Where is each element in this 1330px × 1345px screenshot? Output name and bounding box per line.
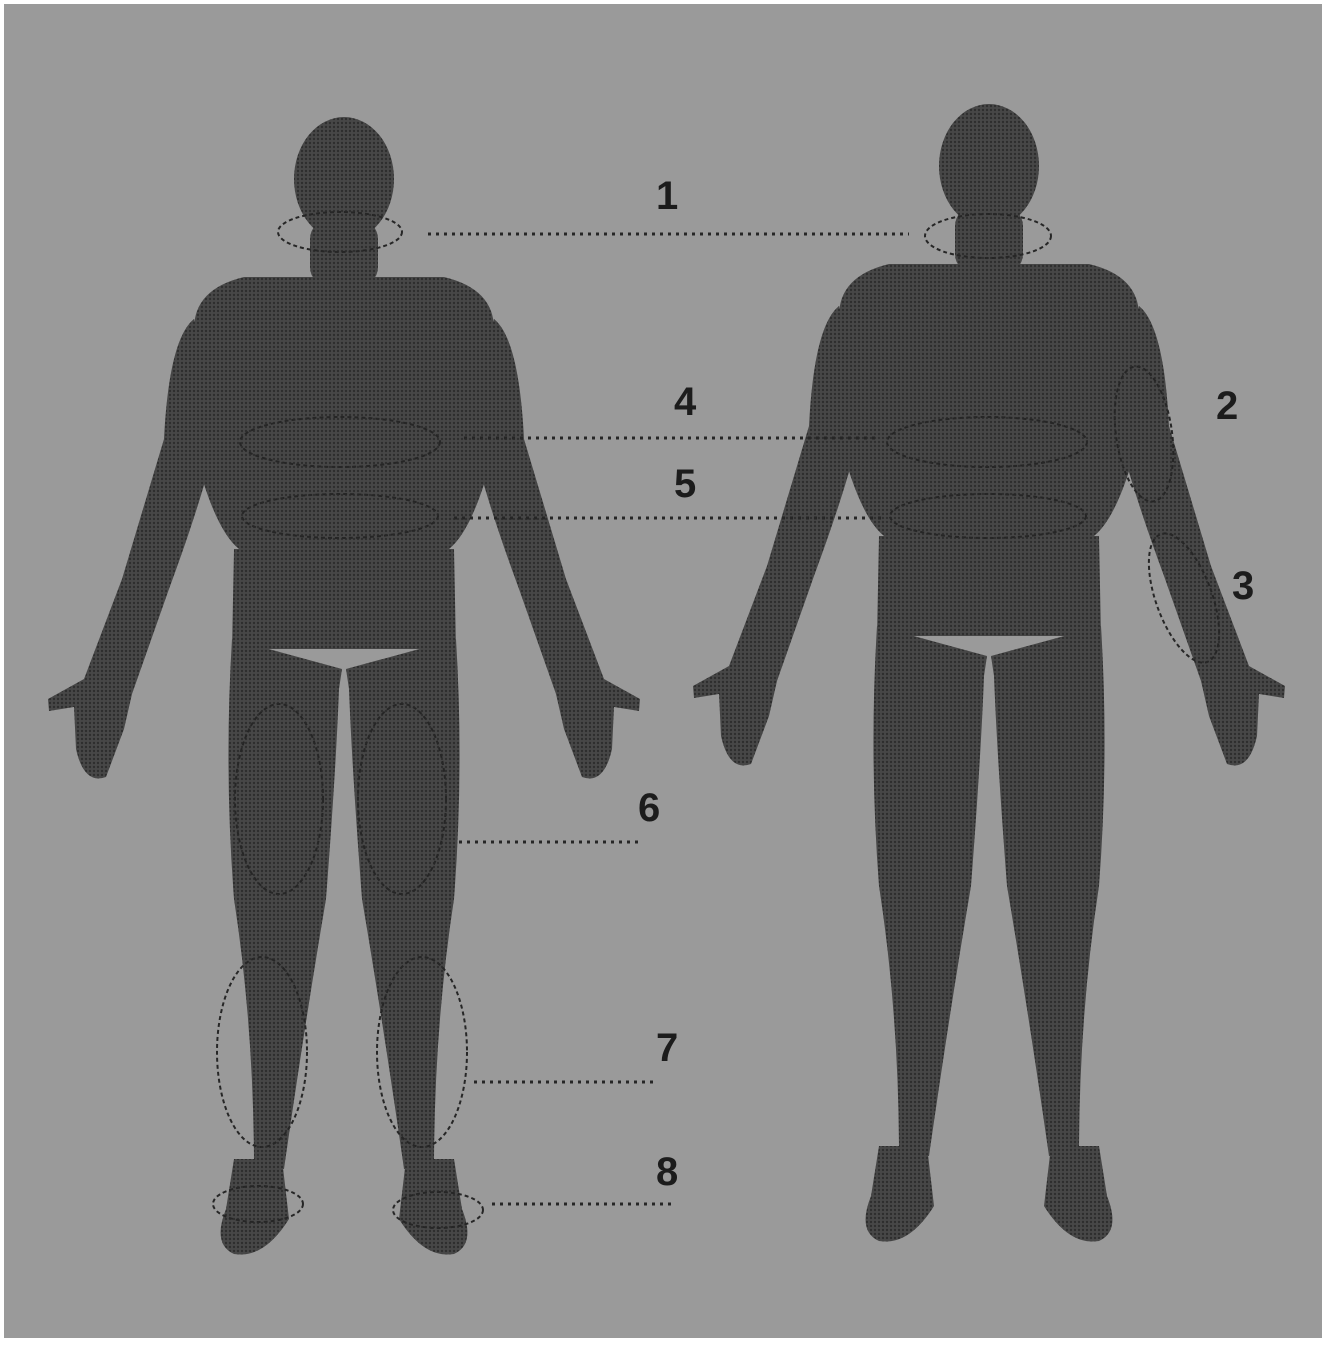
back-body-figure — [693, 104, 1285, 1242]
marker-label-1: 1 — [656, 176, 678, 216]
marker-label-2: 2 — [1216, 386, 1238, 426]
marker-label-8: 8 — [656, 1152, 678, 1192]
front-body-figure — [48, 117, 640, 1255]
marker-label-7: 7 — [656, 1028, 678, 1068]
marker-label-5: 5 — [674, 464, 696, 504]
marker-label-6: 6 — [638, 788, 660, 828]
marker-label-3: 3 — [1232, 566, 1254, 606]
diagram-frame: 1 2 3 4 5 6 7 8 — [4, 4, 1322, 1338]
marker-label-4: 4 — [674, 382, 696, 422]
